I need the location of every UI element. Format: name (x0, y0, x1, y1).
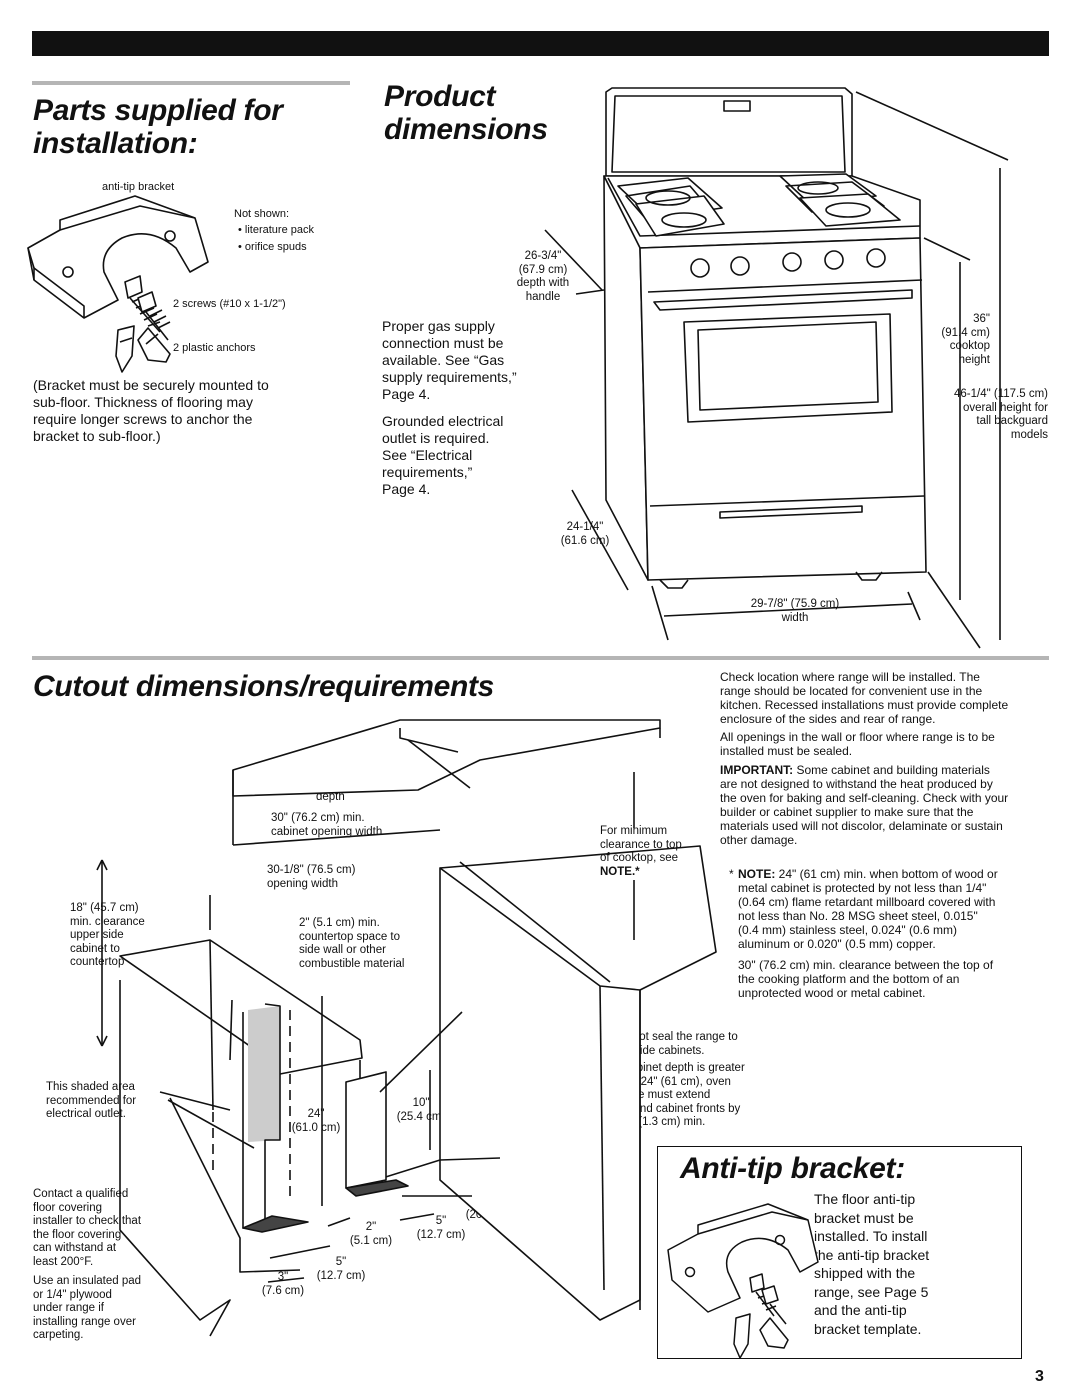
dim-3: 3" (7.6 cm) (261, 1271, 305, 1297)
countertop-space-dim: 2" (5.1 cm) min. countertop space to sid… (299, 917, 405, 970)
openings-sealed-text: All openings in the wall or floor where … (720, 730, 995, 758)
min-clearance-note: For minimum clearance to top of cooktop,… (600, 825, 682, 878)
anchor-icon (115, 325, 135, 373)
note-text: NOTE: 24" (61 cm) min. when bottom of wo… (738, 867, 998, 951)
gas-supply-note: Proper gas supply connection must be ava… (382, 318, 517, 402)
bracket-note: (Bracket must be securely mounted to sub… (33, 377, 269, 444)
dim-2: 2" (5.1 cm) (349, 1221, 393, 1247)
screws-label: 2 screws (#10 x 1-1/2") (173, 298, 286, 310)
important-text: IMPORTANT: Some cabinet and building mat… (720, 763, 1009, 847)
not-shown-label: Not shown: (234, 208, 290, 220)
page-number: 3 (1035, 1368, 1044, 1385)
important-label: IMPORTANT: (720, 763, 794, 777)
dim-10: 10" (25.4 cm) (396, 1097, 446, 1123)
dim-5a: 5" (12.7 cm) (416, 1215, 466, 1241)
antitip-title: Anti-tip bracket: (676, 1152, 909, 1185)
dim-5b: 5" (12.7 cm) (316, 1256, 366, 1282)
cabinet-depth-note: If cabinet depth is greater than 24" (61… (615, 1062, 745, 1128)
note-star: * (729, 867, 734, 881)
opening-width-dim: 30-1/8" (76.5 cm) opening width (267, 864, 356, 890)
depth-dim: 24-1/4" (61.6 cm) (560, 521, 610, 547)
note-ref: NOTE.* (600, 865, 640, 878)
header-bar (32, 31, 1049, 56)
width-dim: 29-7/8" (75.9 cm) width (750, 598, 840, 624)
upper-cabinet-depth-dim: 13" (33 cm) max. upper cabinet depth (316, 764, 404, 803)
electrical-area-note: This shaded area recommended for electri… (46, 1081, 137, 1120)
parts-title: Parts supplied for installation: (33, 94, 283, 160)
insulated-pad-note: Use an insulated pad or 1/4" plywood und… (33, 1275, 142, 1341)
gas-area-note: This shaded area recommended for install… (462, 990, 553, 1043)
note-label: NOTE: (738, 867, 776, 881)
screw-icon (137, 291, 171, 341)
antitip-text: The floor anti-tip bracket must be insta… (814, 1191, 930, 1337)
antitip-label: anti-tip bracket (102, 181, 175, 193)
location-check-text: Check location where range will be insta… (720, 670, 1009, 726)
cutout-title: Cutout dimensions/requirements (33, 670, 495, 703)
depth-handle-dim: 26-3/4" (67.9 cm) depth with handle (516, 250, 570, 303)
anchor-icon (137, 327, 171, 363)
electrical-note: Grounded electrical outlet is required. … (382, 413, 504, 497)
clearance-18-dim: 18" (45.7 cm) min. clearance upper side … (70, 902, 145, 968)
not-shown-item-2: • orifice spuds (238, 241, 307, 253)
clearance-30-text: 30" (76.2 cm) min. clearance between the… (738, 958, 994, 1000)
section-rule-cutout (32, 656, 1049, 660)
product-title: Product dimensions (384, 80, 548, 146)
cabinet-opening-dim: 30" (76.2 cm) min. cabinet opening width (271, 812, 383, 838)
screw-icon (124, 275, 161, 333)
not-shown-item-1: • literature pack (238, 224, 314, 236)
floor-contact-note: Contact a qualified floor covering insta… (33, 1188, 142, 1268)
cooktop-height-dim: 36" (91.4 cm) cooktop height (941, 313, 990, 366)
overall-height-dim: 46-1/4" (117.5 cm) overall height for ta… (954, 388, 1048, 441)
anchors-label: 2 plastic anchors (173, 342, 256, 354)
section-rule-parts (32, 81, 350, 85)
dim-24: 24" (61.0 cm) (291, 1108, 341, 1134)
do-not-seal-note: Do not seal the range to the side cabine… (615, 1031, 738, 1057)
